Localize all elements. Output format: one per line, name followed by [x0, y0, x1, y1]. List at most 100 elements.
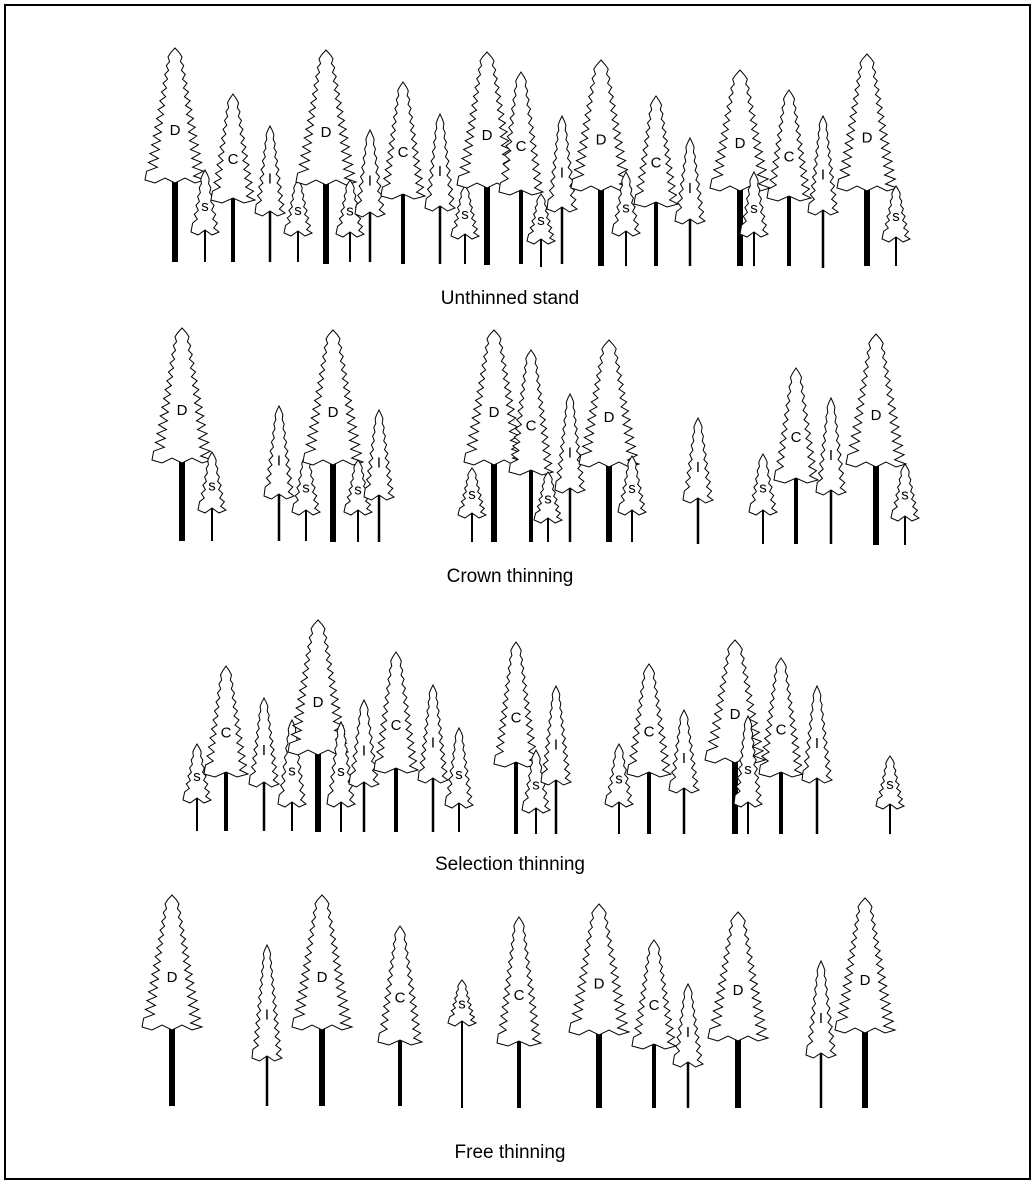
crown-class-label: I: [277, 452, 281, 469]
tree-codominant: C: [378, 926, 422, 1106]
crown-class-label: D: [871, 407, 882, 424]
crown-class-label: D: [177, 402, 188, 419]
tree-codominant: C: [381, 82, 425, 264]
tree-dominant: D: [142, 895, 202, 1106]
tree-suppressed: s: [191, 170, 219, 262]
crown-class-label: I: [815, 735, 819, 752]
tree-crown: [252, 945, 282, 1061]
tree-intermediate: I: [683, 418, 713, 544]
crown-class-label: s: [537, 212, 545, 229]
tree-codominant: C: [497, 917, 541, 1108]
crown-class-label: D: [730, 706, 741, 723]
tree-crown: [571, 60, 631, 191]
crown-class-label: s: [294, 202, 302, 219]
tree-crown: [627, 664, 671, 777]
crown-class-label: s: [759, 479, 767, 496]
crown-class-label: I: [554, 736, 558, 753]
tree-codominant: C: [774, 368, 818, 544]
crown-class-label: C: [511, 710, 522, 727]
tree-dominant: D: [292, 895, 352, 1106]
tree-codominant: C: [767, 90, 811, 266]
crown-class-label: I: [821, 166, 825, 183]
tree-crown: [705, 640, 765, 763]
tree-codominant: C: [632, 940, 676, 1108]
crown-class-label: s: [892, 208, 900, 225]
tree-suppressed: s: [618, 456, 646, 542]
tree-suppressed: s: [451, 186, 479, 264]
tree-suppressed: s: [284, 180, 312, 262]
crown-class-label: s: [288, 762, 296, 779]
tree-crown: [759, 658, 803, 777]
tree-intermediate: I: [802, 686, 832, 834]
crown-class-label: s: [901, 487, 909, 504]
crown-class-label: s: [346, 203, 354, 220]
crown-class-label: D: [328, 404, 339, 421]
tree-intermediate: I: [675, 138, 705, 266]
crown-class-label: I: [431, 735, 435, 752]
panel-title-crown: Crown thinning: [447, 566, 574, 588]
crown-class-label: s: [544, 491, 552, 508]
crown-class-label: D: [489, 404, 500, 421]
tree-intermediate: I: [816, 398, 846, 544]
crown-class-label: C: [649, 997, 660, 1014]
tree-crown: [835, 898, 895, 1033]
tree-intermediate: I: [418, 685, 448, 832]
tree-dominant: D: [708, 912, 768, 1108]
crown-class-label: I: [362, 742, 366, 759]
crown-class-label: C: [784, 148, 795, 165]
tree-intermediate: I: [249, 698, 279, 831]
crown-class-label: I: [262, 742, 266, 759]
crown-class-label: I: [819, 1010, 823, 1027]
tree-crown: [634, 96, 678, 207]
crown-class-label: s: [628, 480, 636, 497]
tree-suppressed: s: [344, 460, 372, 542]
tree-suppressed: s: [458, 468, 486, 542]
tree-crown: [632, 940, 676, 1049]
panel-title-free: Free thinning: [455, 1142, 566, 1164]
tree-crown: [378, 926, 422, 1045]
crown-class-label: I: [368, 172, 372, 189]
crown-class-label: D: [317, 969, 328, 986]
tree-intermediate: I: [264, 406, 294, 541]
crown-class-label: s: [615, 771, 623, 788]
tree-codominant: C: [211, 94, 255, 262]
crown-class-label: I: [688, 180, 692, 197]
crown-class-label: I: [686, 1024, 690, 1041]
tree-crown: [767, 90, 811, 201]
panel-title-selection: Selection thinning: [435, 854, 585, 876]
tree-crown: [211, 94, 255, 203]
crown-class-label: s: [193, 768, 201, 785]
crown-class-label: s: [532, 777, 540, 794]
tree-intermediate: I: [252, 945, 282, 1106]
crown-class-label: I: [682, 750, 686, 767]
tree-crown: [497, 917, 541, 1046]
crown-class-label: C: [514, 987, 525, 1004]
tree-codominant: C: [759, 658, 803, 834]
tree-crown: [152, 328, 212, 463]
tree-intermediate: I: [364, 410, 394, 542]
tree-suppressed: s: [891, 464, 919, 545]
crown-class-label: I: [438, 163, 442, 180]
tree-crown: [381, 82, 425, 199]
crown-class-label: I: [829, 447, 833, 464]
tree-intermediate: I: [669, 710, 699, 834]
panel-crown: DsIsDsIsDCsIDsIsCIDs: [152, 328, 919, 545]
tree-crown: [145, 48, 205, 183]
crown-class-label: D: [170, 122, 181, 139]
tree-codominant: C: [634, 96, 678, 266]
crown-class-label: s: [744, 761, 752, 778]
tree-intermediate: I: [806, 961, 836, 1108]
tree-dominant: D: [571, 60, 631, 266]
crown-class-label: I: [265, 1007, 269, 1024]
tree-intermediate: I: [808, 116, 838, 268]
crown-class-label: D: [735, 135, 746, 152]
panel-selection: sCIsDsICIsCsIsCIDsCIs: [183, 620, 904, 834]
tree-intermediate: I: [673, 984, 703, 1108]
crown-class-label: s: [461, 206, 469, 223]
tree-suppressed: s: [336, 180, 364, 262]
tree-suppressed: s: [448, 980, 476, 1108]
tree-crown: [837, 54, 897, 191]
tree-suppressed: s: [445, 728, 473, 832]
